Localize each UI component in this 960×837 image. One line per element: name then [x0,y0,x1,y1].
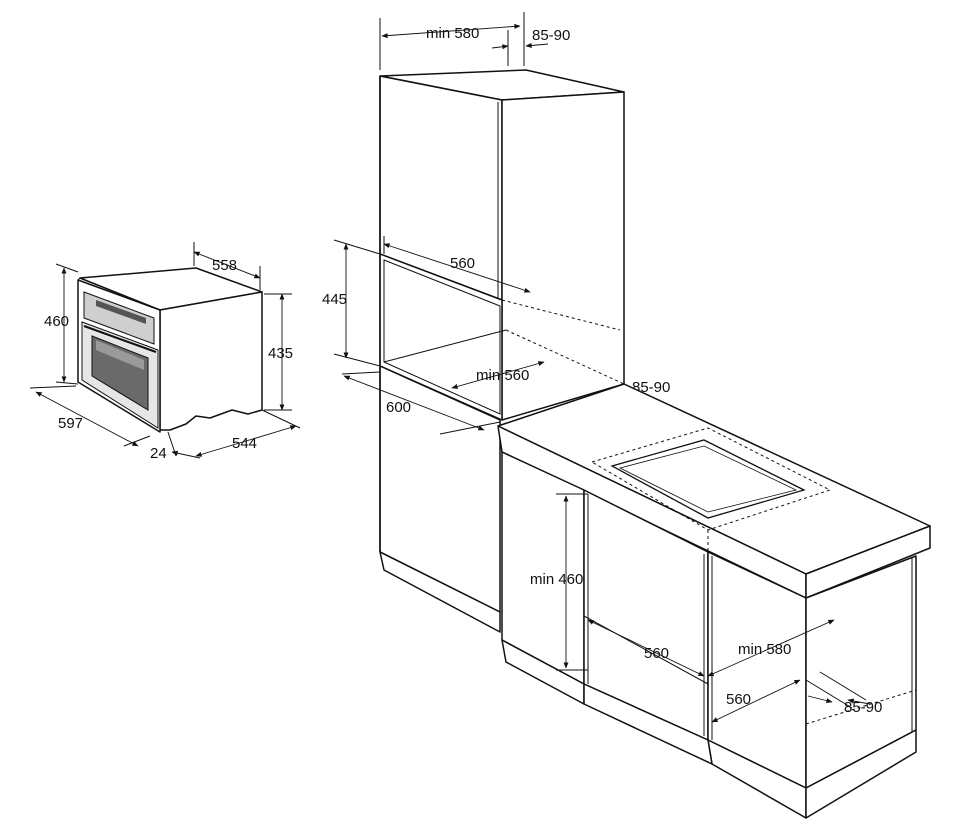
countertop-side-edge [805,525,931,599]
display-strip [96,300,146,324]
sink-bowl [610,439,806,519]
label-tall-cabinet-gap: 85-90 [532,27,570,44]
sink-cutout [590,427,832,531]
label-tall-cabinet-width: 600 [386,399,411,416]
label-undercounter-height: min 460 [530,571,583,588]
appliance-dimensions: 558 460 435 597 24 544 [29,242,301,462]
window-reflection [96,340,144,370]
label-undercounter-inner-width: 560 [726,691,751,708]
label-appliance-width: 597 [58,415,83,432]
label-undercounter-gap: 85-90 [844,699,882,716]
oven-window [91,335,149,411]
appliance-side [159,291,263,431]
opening-plinth [583,683,713,765]
label-appliance-body-height: 435 [268,345,293,362]
label-undercounter-depth: min 580 [738,641,791,658]
label-niche-width: 560 [450,255,475,272]
undercounter-side-plinth [805,729,917,819]
undercounter-unit [497,383,931,819]
undercounter-dimensions: min 460 560 min 580 560 85-90 [530,493,882,723]
door-handle [83,325,157,353]
label-tall-cabinet-depth: min 580 [426,25,479,42]
label-undercounter-width: 560 [644,645,669,662]
sink-bowl-inner [618,445,798,513]
label-appliance-front: 24 [150,445,167,462]
compact-oven-appliance [77,267,263,433]
label-niche-depth: min 560 [476,367,529,384]
label-niche-height: 445 [322,291,347,308]
label-appliance-body-depth: 544 [232,435,257,452]
label-appliance-height: 460 [44,313,69,330]
tall-cabinet-dimensions: min 580 85-90 560 445 min 560 600 85-90 [322,12,670,435]
tall-cabinet-plinth [379,551,501,633]
label-appliance-depth: 558 [212,257,237,274]
